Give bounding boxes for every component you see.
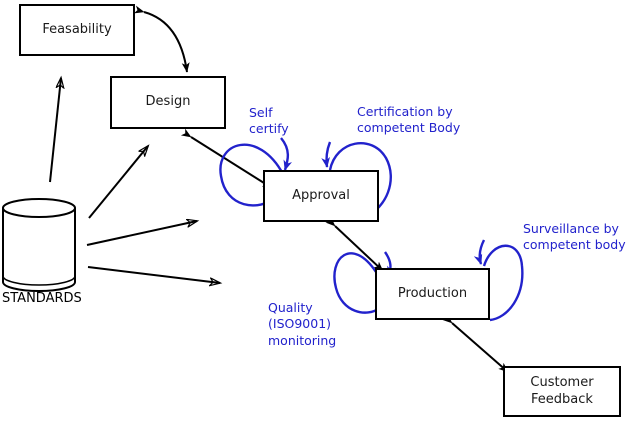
node-standards-label: STANDARDS (2, 291, 82, 306)
edge-design-approval (180, 128, 273, 189)
node-production-label: Production (397, 285, 468, 301)
node-customer-feedback-label: Customer Feedback (530, 375, 594, 407)
loop-certification (321, 141, 392, 218)
node-design-label: Design (145, 94, 191, 110)
loop-label-surveillance: Surveillance by competent body (523, 221, 626, 253)
node-customer-feedback[interactable]: Customer Feedback (503, 366, 621, 417)
loop-surveillance (473, 239, 524, 322)
node-approval[interactable]: Approval (263, 170, 379, 222)
loop-label-self-certify: Self certify (249, 105, 289, 137)
node-feasability-label: Feasability (42, 21, 112, 37)
loop-label-certification: Certification by competent Body (357, 104, 461, 136)
node-feasability[interactable]: Feasability (19, 4, 135, 56)
edge-standards-production (87, 266, 220, 283)
edge-approval-production (325, 216, 384, 272)
edge-production-customer-feedback (442, 313, 509, 373)
standards-cylinder-shape (2, 198, 76, 292)
edge-standards-approval (86, 221, 197, 246)
node-production[interactable]: Production (375, 268, 490, 320)
loop-label-quality-monitoring: Quality (ISO9001) monitoring (268, 300, 337, 348)
edge-standards-feasability (49, 78, 61, 183)
loop-self-certify (219, 137, 292, 207)
node-approval-label: Approval (292, 187, 350, 203)
node-design[interactable]: Design (110, 76, 226, 129)
edge-feasability-design (133, 5, 190, 73)
edge-standards-design (88, 146, 148, 219)
